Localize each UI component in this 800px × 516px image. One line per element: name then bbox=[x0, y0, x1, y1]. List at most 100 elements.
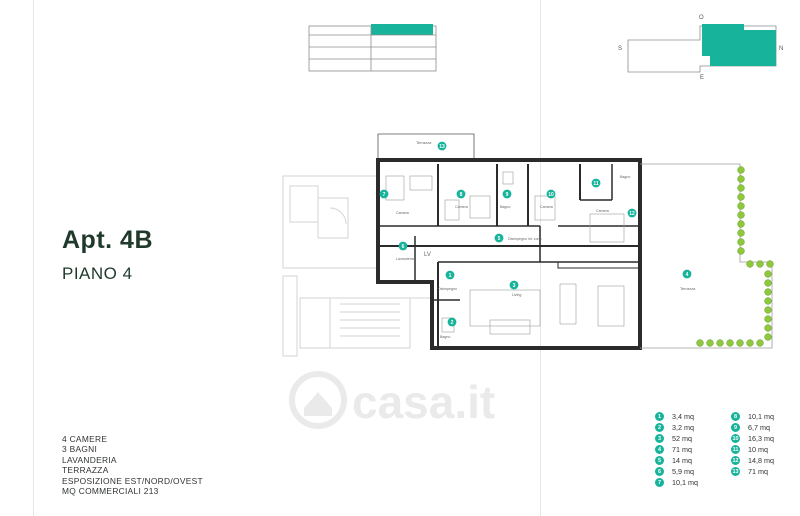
room-badge-number: 10 bbox=[548, 192, 554, 198]
legend-area: 5,9 mq bbox=[672, 467, 694, 476]
plant bbox=[766, 260, 774, 268]
room-badge-number: 6 bbox=[402, 244, 405, 250]
room-badge-9 bbox=[502, 189, 512, 199]
features-list: 4 CAMERE 3 BAGNI LAVANDERIA TERRAZZA ESP… bbox=[62, 434, 203, 496]
legend-badge: 6 bbox=[655, 467, 664, 476]
feature-item: 3 BAGNI bbox=[62, 444, 98, 455]
room-label-lavanderia: Lavanderia bbox=[396, 257, 414, 261]
room-label-terrazza-right: Terrazza bbox=[680, 286, 696, 291]
plant bbox=[696, 339, 704, 347]
legend-area: 10 mq bbox=[748, 445, 768, 454]
plant bbox=[716, 339, 724, 347]
plant bbox=[726, 339, 734, 347]
plant bbox=[737, 229, 745, 237]
room-label-bagno-2: Bagno bbox=[620, 175, 630, 179]
legend-area: 16,3 mq bbox=[748, 434, 774, 443]
room-badge-number: 3 bbox=[513, 283, 516, 289]
legend-item: 3 52 mq bbox=[655, 434, 692, 443]
legend-badge: 13 bbox=[731, 467, 740, 476]
legend-badge: 8 bbox=[731, 412, 740, 421]
legend-item: 11 10 mq bbox=[731, 445, 768, 454]
plant bbox=[737, 184, 745, 192]
watermark: casa.it bbox=[289, 371, 495, 429]
feature-item: ESPOSIZIONE EST/NORD/OVEST bbox=[62, 475, 203, 486]
plant bbox=[737, 238, 745, 246]
legend-area: 3,4 mq bbox=[672, 412, 694, 421]
plant bbox=[764, 288, 772, 296]
furniture bbox=[385, 171, 625, 335]
compass-n: N bbox=[779, 46, 783, 52]
plant bbox=[736, 339, 744, 347]
legend-badge: 12 bbox=[731, 456, 740, 465]
room-badge-1 bbox=[445, 270, 455, 280]
legend-item: 10 16,3 mq bbox=[731, 434, 774, 443]
room-label-bagno-3: Bagno bbox=[440, 335, 450, 339]
orientation-key-plan: O N S E bbox=[618, 15, 783, 81]
room-badge-10 bbox=[546, 189, 556, 199]
legend-badge: 3 bbox=[655, 434, 664, 443]
terrace-13: Terrazza bbox=[377, 133, 475, 160]
legend-area: 10,1 mq bbox=[672, 478, 698, 487]
plants bbox=[696, 166, 774, 347]
panel-divider-left bbox=[33, 0, 34, 516]
legend-item: 13 71 mq bbox=[731, 467, 768, 476]
plant bbox=[746, 260, 754, 268]
legend-area: 71 mq bbox=[748, 467, 768, 476]
feature-item: LAVANDERIA bbox=[62, 454, 117, 465]
apartment-walls bbox=[376, 158, 642, 350]
room-label-camera-1: Camera bbox=[396, 211, 409, 215]
room-label-disimpegno: Disimpegno bbox=[438, 287, 457, 291]
plant bbox=[737, 202, 745, 210]
compass-s: S bbox=[618, 46, 622, 52]
building-key-plan bbox=[308, 24, 437, 72]
room-badge-number: 12 bbox=[629, 211, 635, 217]
plant bbox=[737, 211, 745, 219]
legend-area: 6,7 mq bbox=[748, 423, 770, 432]
legend-area: 10,1 mq bbox=[748, 412, 774, 421]
floor-label: PIANO 4 bbox=[62, 264, 133, 283]
room-label-camera-2: Camera bbox=[455, 205, 468, 209]
legend-area: 52 mq bbox=[672, 434, 692, 443]
legend-area: 14 mq bbox=[672, 456, 692, 465]
legend-item: 8 10,1 mq bbox=[731, 412, 774, 421]
plant bbox=[764, 297, 772, 305]
plant bbox=[764, 306, 772, 314]
watermark-text: casa.it bbox=[352, 376, 495, 428]
legend-area: 71 mq bbox=[672, 445, 692, 454]
plant bbox=[756, 339, 764, 347]
room-badge-number: 5 bbox=[498, 236, 501, 242]
room-label-camera-4: Camera bbox=[596, 209, 609, 213]
room-badge-number: 13 bbox=[439, 144, 445, 150]
room-badge-number: 4 bbox=[686, 272, 689, 278]
plant bbox=[737, 166, 745, 174]
room-badge-11 bbox=[591, 178, 601, 188]
plant bbox=[764, 270, 772, 278]
legend-item: 9 6,7 mq bbox=[731, 423, 770, 432]
neighbour-plan-ghost bbox=[282, 175, 430, 357]
room-badge-7 bbox=[379, 189, 389, 199]
legend-item: 6 5,9 mq bbox=[655, 467, 694, 476]
legend-badge: 4 bbox=[655, 445, 664, 454]
room-badge-number: 2 bbox=[451, 320, 454, 326]
room-badge-12 bbox=[627, 208, 637, 218]
apartment-title: Apt. 4B bbox=[62, 226, 153, 254]
room-labels: Camera Camera Camera Camera Bagno Bagno … bbox=[396, 175, 630, 339]
legend-badge: 10 bbox=[731, 434, 740, 443]
legend-badge: 11 bbox=[731, 445, 740, 454]
plant bbox=[737, 175, 745, 183]
room-badge-2 bbox=[447, 317, 457, 327]
room-badge-5 bbox=[494, 233, 504, 243]
plant bbox=[737, 247, 745, 255]
room-label-camera-3: Camera bbox=[540, 205, 553, 209]
legend-badge: 2 bbox=[655, 423, 664, 432]
room-badge-4 bbox=[682, 269, 692, 279]
plant bbox=[764, 279, 772, 287]
plant bbox=[764, 324, 772, 332]
legend-badge: 9 bbox=[731, 423, 740, 432]
legend-badge: 7 bbox=[655, 478, 664, 487]
plant bbox=[764, 333, 772, 341]
